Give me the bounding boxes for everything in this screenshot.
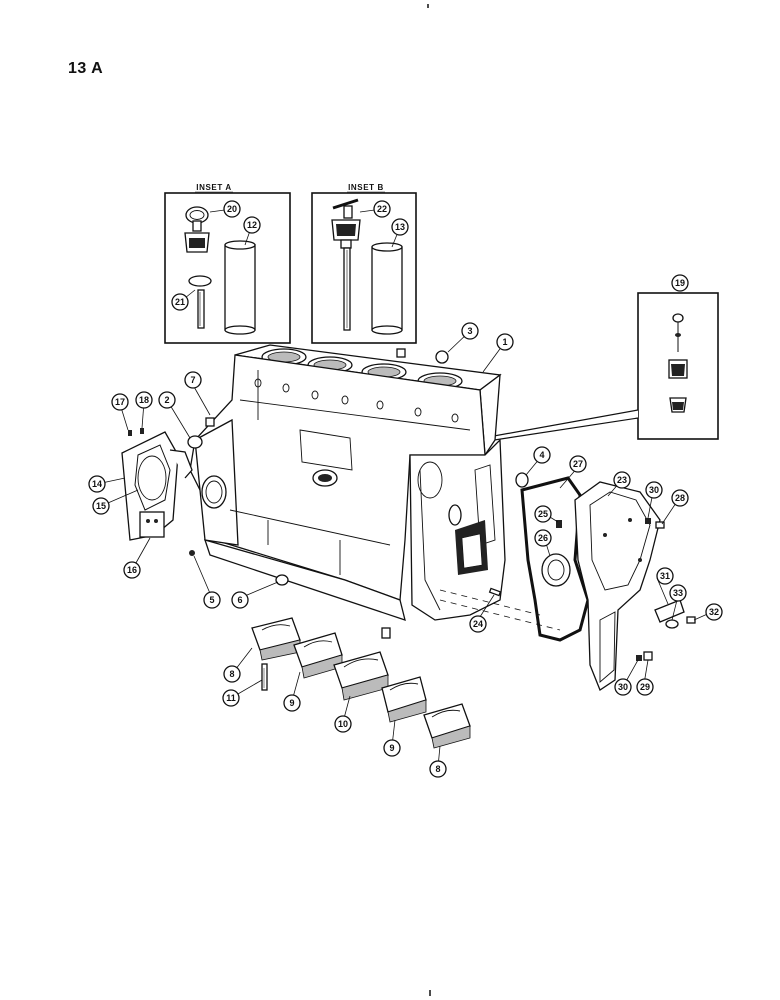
callout-31: 31 [656, 567, 674, 585]
callout-15-label: 15 [96, 501, 106, 511]
callout-30-upper-label: 30 [649, 485, 659, 495]
sleeve-12 [224, 240, 256, 335]
callout-20-label: 20 [227, 204, 237, 214]
callout-4-label: 4 [539, 450, 544, 460]
callout-28-label: 28 [675, 493, 685, 503]
callout-23-label: 23 [617, 475, 627, 485]
callout-30-lower-label: 30 [618, 682, 628, 692]
callout-9-upper: 9 [283, 694, 301, 712]
callout-5-label: 5 [209, 595, 214, 605]
callout-9-upper-label: 9 [289, 698, 294, 708]
o-ring-a [188, 275, 212, 287]
callout-2: 2 [158, 391, 176, 409]
callout-6-label: 6 [237, 595, 242, 605]
callout-22-label: 22 [377, 204, 387, 214]
callout-26: 26 [534, 529, 552, 547]
callout-25-label: 25 [538, 509, 548, 519]
callout-7: 7 [184, 371, 202, 389]
callout-12: 12 [243, 216, 261, 234]
callout-8-upper-label: 8 [229, 669, 234, 679]
callout-13-label: 13 [395, 222, 405, 232]
timing-cover-23 [574, 481, 661, 691]
callout-11: 11 [222, 689, 240, 707]
inset-a-box: INSET A [164, 183, 291, 344]
callout-4: 4 [533, 446, 551, 464]
dipstick-cap-b [331, 198, 361, 331]
callout-8-lower: 8 [429, 760, 447, 778]
dipstick-cap-a [184, 206, 210, 253]
inset-a-title: INSET A [196, 183, 231, 192]
callout-18-label: 18 [139, 395, 149, 405]
callout-12-label: 12 [247, 220, 257, 230]
callout-16: 16 [123, 561, 141, 579]
callout-14-label: 14 [92, 479, 102, 489]
small-parts [128, 348, 562, 639]
callout-17: 17 [111, 393, 129, 411]
callout-10-label: 10 [338, 719, 348, 729]
callout-27-label: 27 [573, 459, 583, 469]
callout-15: 15 [92, 497, 110, 515]
callout-1: 1 [496, 333, 514, 351]
main-bearing-bolt-11 [261, 663, 268, 691]
callout-3-label: 3 [467, 326, 472, 336]
valve-assembly-19 [668, 313, 688, 413]
callout-24-label: 24 [473, 619, 483, 629]
callout-17-label: 17 [115, 397, 125, 407]
callout-21-label: 21 [175, 297, 185, 307]
callout-2-label: 2 [164, 395, 169, 405]
callout-5: 5 [203, 591, 221, 609]
bearing-cap-8-lower [423, 703, 471, 749]
callout-32-label: 32 [709, 607, 719, 617]
callout-33-label: 33 [673, 588, 683, 598]
callout-6: 6 [231, 591, 249, 609]
callout-8-lower-label: 8 [435, 764, 440, 774]
callout-7-label: 7 [190, 375, 195, 385]
callout-28: 28 [671, 489, 689, 507]
callout-1-label: 1 [502, 337, 507, 347]
bearing-cap-9-lower [381, 676, 427, 723]
callout-29: 29 [636, 678, 654, 696]
bearing-cap-8-upper [251, 617, 301, 661]
callout-9-lower: 9 [383, 739, 401, 757]
page-label: 13 A [68, 60, 104, 77]
callout-19-label: 19 [675, 278, 685, 288]
engine-block [189, 344, 561, 631]
callout-32: 32 [705, 603, 723, 621]
rear-seal-retainer [121, 431, 193, 541]
callout-23: 23 [613, 471, 631, 489]
callout-31-label: 31 [660, 571, 670, 581]
callout-10: 10 [334, 715, 352, 733]
callout-30-lower: 30 [614, 678, 632, 696]
callout-8-upper: 8 [223, 665, 241, 683]
callout-20: 20 [223, 200, 241, 218]
callout-27: 27 [569, 455, 587, 473]
callout-29-label: 29 [640, 682, 650, 692]
tube-a [197, 289, 205, 329]
cover-hardware [636, 518, 696, 661]
callout-13: 13 [391, 218, 409, 236]
callout-11-label: 11 [226, 693, 236, 703]
callout-22: 22 [373, 200, 391, 218]
callout-18: 18 [135, 391, 153, 409]
callout-9-lower-label: 9 [389, 743, 394, 753]
callout-30-upper: 30 [645, 481, 663, 499]
callout-24: 24 [469, 615, 487, 633]
callout-3: 3 [461, 322, 479, 340]
callout-16-label: 16 [127, 565, 137, 575]
callout-21: 21 [171, 293, 189, 311]
callout-25: 25 [534, 505, 552, 523]
bearing-cap-9-upper [293, 632, 343, 679]
inset-b-title: INSET B [348, 183, 384, 192]
inset-b-box: INSET B [311, 183, 417, 344]
callout-26-label: 26 [538, 533, 548, 543]
callout-14: 14 [88, 475, 106, 493]
callout-19: 19 [671, 274, 689, 292]
callout-33: 33 [669, 584, 687, 602]
sleeve-13 [371, 242, 403, 335]
